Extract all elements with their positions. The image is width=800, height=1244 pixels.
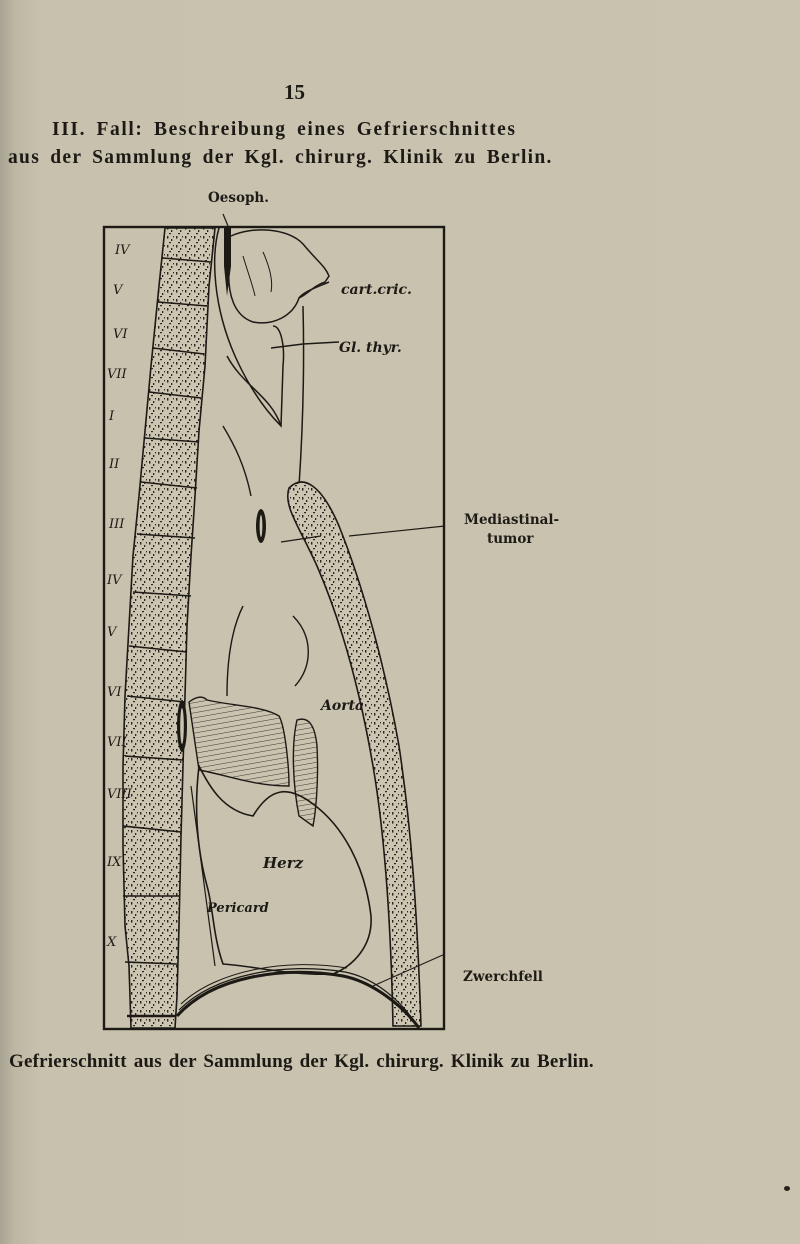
vertebral-column (122, 227, 216, 1029)
vertebra-labels: IV V VI VII I II III IV V VI VII VIII IX… (106, 243, 133, 950)
diaphragm-label: Zwerchfell (463, 969, 543, 985)
figure-caption: Gefrierschnitt aus der Sammlung der Kgl.… (9, 1051, 594, 1072)
cartilage-label: cart.cric. (341, 282, 412, 298)
mediastinal-tumor-label: Mediastinal- tumor (464, 511, 559, 549)
tumor-label-line-2: tumor (487, 531, 534, 547)
svg-text:II: II (108, 457, 120, 472)
page-number: 15 (284, 80, 305, 104)
svg-text:VI: VI (107, 685, 122, 700)
sternum-tumor-band (287, 481, 422, 1027)
frozen-section-illustration: IV V VI VII I II III IV V VI VII VIII IX… (102, 213, 446, 1031)
svg-text:III: III (108, 517, 125, 532)
heart-label: Herz (262, 854, 304, 872)
svg-text:IX: IX (106, 855, 122, 870)
svg-text:X: X (106, 935, 117, 950)
svg-text:V: V (113, 283, 124, 298)
neck-structures (213, 227, 340, 487)
svg-text:VII: VII (107, 367, 128, 382)
heading-line-2: aus der Sammlung der Kgl. chirurg. Klini… (8, 147, 553, 168)
anatomical-drawing: IV V VI VII I II III IV V VI VII VIII IX… (102, 213, 446, 1031)
svg-text:VII: VII (107, 735, 128, 750)
svg-text:V: V (107, 625, 118, 640)
section-heading: III. Fall: Beschreibung eines Gefriersch… (8, 116, 588, 172)
oesophagus-label: Oesoph. (208, 190, 269, 206)
heart-outline (195, 763, 372, 976)
svg-text:IV: IV (114, 243, 131, 258)
thyroid-label: Gl. thyr. (339, 340, 402, 356)
tumor-label-line-1: Mediastinal- (464, 512, 560, 528)
svg-text:VI: VI (113, 327, 128, 342)
ink-speck (784, 1186, 790, 1191)
heading-line-1: III. Fall: Beschreibung eines Gefriersch… (52, 119, 517, 140)
diaphragm (175, 953, 446, 1029)
svg-text:IV: IV (106, 573, 123, 588)
aorta-label: Aorta (319, 698, 364, 714)
svg-text:VIII: VIII (107, 787, 133, 802)
svg-text:I: I (108, 409, 115, 424)
pericardium-label: Pericard (206, 901, 269, 916)
